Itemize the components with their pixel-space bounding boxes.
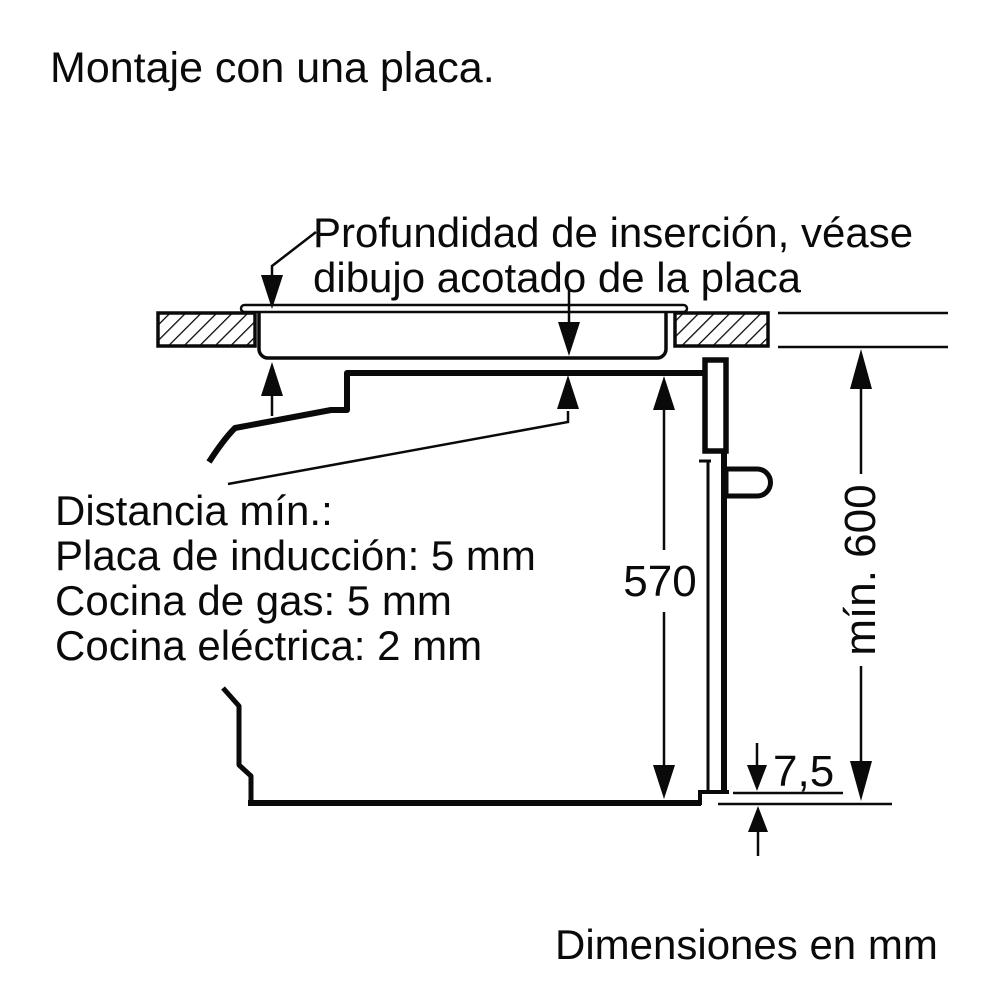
countertop-section (156, 311, 948, 349)
countertop-right (673, 311, 770, 348)
dimension-570-label: 570 (623, 557, 696, 606)
dimension-570: 570 (623, 376, 697, 799)
arrow-up-icon (653, 376, 675, 410)
oven-front (699, 357, 774, 791)
oven-top-profile (206, 370, 706, 464)
min-distance-line2: Placa de inducción: 5 mm (55, 532, 536, 579)
oven-bottom-step (698, 790, 729, 805)
hob-tub (257, 311, 668, 360)
arrow-up-icon (557, 375, 579, 409)
arrow-up-icon (261, 362, 283, 396)
insertion-depth-arrow (558, 290, 580, 356)
hob-section (239, 303, 689, 360)
min-distance-line4: Cocina eléctrica: 2 mm (55, 622, 483, 669)
countertop-left (156, 311, 257, 348)
insertion-leader-arrow (261, 231, 317, 309)
arrow-up-icon (850, 349, 872, 389)
insertion-depth-callout-line1: Profundidad de inserción, véase (313, 209, 914, 256)
arrow-down-icon (653, 765, 675, 799)
oven-left-profile (221, 686, 254, 801)
min-distance-callout: Distancia mín.: Placa de inducción: 5 mm… (55, 488, 536, 668)
arrow-down-icon (850, 761, 872, 801)
min-distance-line3: Cocina de gas: 5 mm (55, 577, 452, 624)
oven-outline (206, 370, 729, 806)
dimension-min-600: mín. 600 (836, 349, 885, 801)
page-title: Montaje con una placa. (50, 44, 495, 92)
min-distance-line1: Distancia mín.: (55, 487, 333, 534)
dimension-7-5-label: 7,5 (773, 747, 834, 796)
control-panel (702, 357, 729, 454)
door-handle (723, 466, 774, 499)
dimension-7-5: 7,5 (718, 743, 892, 856)
arrow-down-icon (558, 322, 580, 356)
insertion-depth-callout-line2: dibujo acotado de la placa (313, 254, 802, 301)
min-distance-leader-arrow (227, 375, 579, 486)
arrow-down-icon (261, 275, 283, 309)
insertion-depth-callout: Profundidad de inserción, véase dibujo a… (313, 210, 913, 300)
arrow-up-icon (748, 806, 768, 832)
units-note: Dimensiones en mm (555, 921, 938, 968)
hob-glass-top (239, 303, 689, 314)
arrow-down-icon (747, 765, 767, 791)
dimension-600-label: mín. 600 (836, 484, 885, 655)
clearance-arrow-left (261, 362, 283, 416)
